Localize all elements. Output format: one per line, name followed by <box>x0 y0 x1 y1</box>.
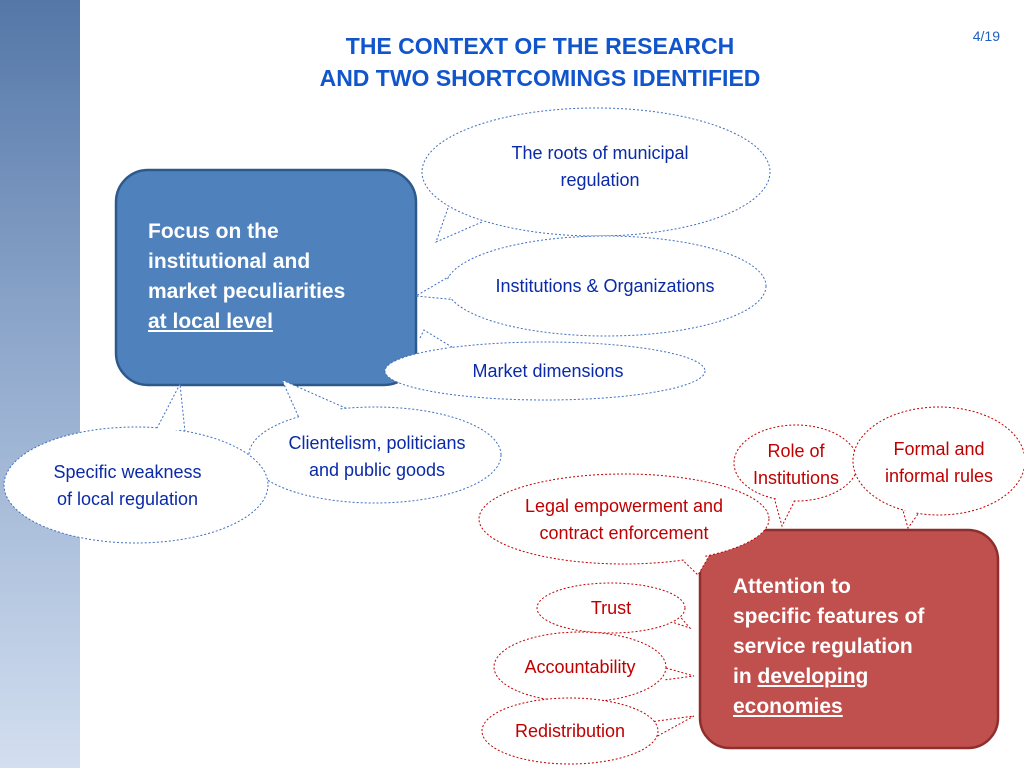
bubble-accountability <box>493 631 695 703</box>
label-role-line-2: Institutions <box>752 468 840 488</box>
red-box-line-5: economies <box>733 695 843 718</box>
label-formal-line-1: Formal and <box>893 439 985 459</box>
bubble-legal <box>478 473 770 576</box>
blue-box-line-1: Focus on the <box>148 220 279 243</box>
slide-title: THE CONTEXT OF THE RESEARCH AND TWO SHOR… <box>180 30 900 94</box>
blue-box-line-3: market peculiarities <box>148 280 346 303</box>
red-box-line-3: service regulation <box>733 635 913 658</box>
red-box-line-4-underlined: developing <box>757 665 869 688</box>
label-clientelism-line-2: and public goods <box>308 460 446 480</box>
label-role-line-1: Role of <box>767 441 825 461</box>
bubble-trust <box>536 582 692 634</box>
red-box-line-4: in developing <box>733 662 924 692</box>
red-box-line-4-prefix: in <box>733 665 758 688</box>
bubble-institutions <box>414 235 767 337</box>
blue-box-line-4: at local level <box>148 310 273 333</box>
label-accountability: Accountability <box>524 657 636 677</box>
red-box-line-2: specific features of <box>733 605 925 628</box>
red-box-line-1: Attention to <box>733 575 851 598</box>
bubble-weakness <box>3 382 269 544</box>
label-clientelism: Clientelism, politicians and public good… <box>252 430 502 484</box>
page-number: 4/19 <box>972 28 1000 44</box>
label-role: Role of Institutions <box>736 438 856 492</box>
label-weakness-line-1: Specific weakness <box>53 462 202 482</box>
blue-focus-box <box>114 168 418 387</box>
label-roots-line-2: regulation <box>560 170 640 190</box>
label-legal-line-2: contract enforcement <box>539 523 709 543</box>
title-line-1: THE CONTEXT OF THE RESEARCH <box>345 33 735 59</box>
title-line-2: AND TWO SHORTCOMINGS IDENTIFIED <box>319 65 761 91</box>
bubble-roots <box>421 107 771 243</box>
label-roots-line-1: The roots of municipal <box>511 143 689 163</box>
label-clientelism-line-1: Clientelism, politicians <box>288 433 466 453</box>
label-weakness: Specific weakness of local regulation <box>20 459 235 513</box>
bubble-clientelism <box>248 379 502 504</box>
label-formal-line-2: informal rules <box>884 466 994 486</box>
red-attention-box <box>698 528 1000 750</box>
label-institutions: Institutions & Organizations <box>495 276 715 296</box>
bubble-market <box>384 329 706 401</box>
label-trust: Trust <box>590 598 632 618</box>
label-legal: Legal empowerment and contract enforceme… <box>484 493 764 547</box>
label-roots: The roots of municipal regulation <box>450 140 750 194</box>
label-redistribution: Redistribution <box>514 721 626 741</box>
bubble-formal <box>852 406 1024 530</box>
blue-box-line-2: institutional and <box>148 250 311 273</box>
red-box-text: Attention to specific features of servic… <box>733 572 924 722</box>
label-weakness-line-2: of local regulation <box>56 489 199 509</box>
label-formal: Formal and informal rules <box>860 436 1018 490</box>
label-market: Market dimensions <box>472 361 624 381</box>
bubble-redistribution <box>481 697 695 765</box>
label-legal-line-1: Legal empowerment and <box>524 496 724 516</box>
side-gradient-bar <box>0 0 80 768</box>
blue-box-text: Focus on the institutional and market pe… <box>148 217 345 337</box>
